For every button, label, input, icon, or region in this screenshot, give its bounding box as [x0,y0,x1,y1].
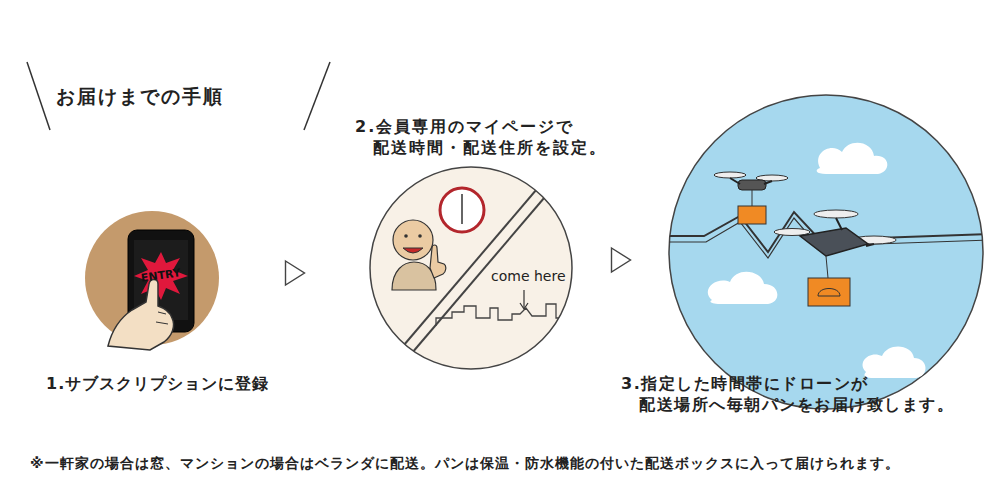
step-circle: ENTRY1.サブスクリプションに登録 [84,210,220,346]
step-heading: 1.サブスクリプションに登録 [46,374,269,395]
title-bracket [27,62,50,130]
circle-outline [668,94,984,410]
screen-text: ENTRY [140,266,182,286]
step-heading: 3.指定した時間帯にドローンが 配送場所へ毎朝パンをお届け致します。 [621,374,1003,416]
circle-shape [370,167,572,369]
step-heading: 2.会員専用のマイページで 配送時間・配送住所を設定。 [355,117,663,159]
title: お届けまでの手順 [56,84,224,110]
circle-shape [85,211,219,345]
title-bracket [304,62,330,130]
caption-note: ※一軒家の場合は窓、マンションの場合はベランダに配送。パンは保温・防水機能の付い… [30,455,900,473]
circle-shape [669,95,983,409]
step-arrow [286,261,305,285]
step-arrow [612,248,631,272]
step-circle: 3.指定した時間帯にドローンが 配送場所へ毎朝パンをお届け致します。 [668,94,984,410]
place-label: come here [491,267,566,285]
step-circle: 2.会員専用のマイページで 配送時間・配送住所を設定。come here [369,166,573,370]
